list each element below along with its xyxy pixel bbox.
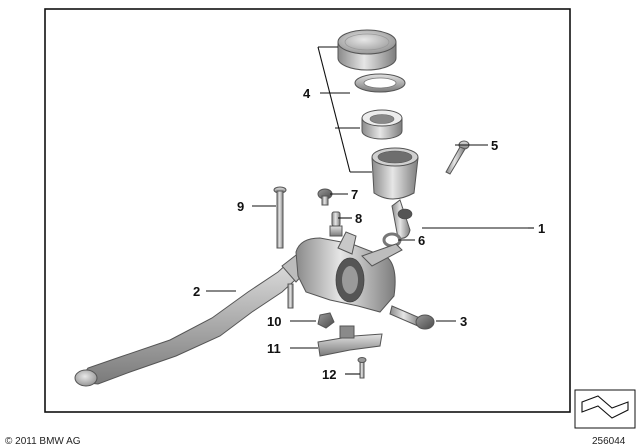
reservoir-diaphragm <box>361 109 403 140</box>
clamp-screw-3 <box>389 305 435 330</box>
master-cylinder-housing <box>295 231 403 313</box>
fluid-reservoir <box>371 147 419 239</box>
callout-4: 4 <box>303 86 311 101</box>
o-ring-6 <box>382 232 402 248</box>
bleed-valve-8 <box>329 211 343 237</box>
callout-9: 9 <box>237 199 244 214</box>
diagram-frame <box>44 8 571 413</box>
brake-switch-11 <box>317 325 383 357</box>
callout-3: 3 <box>460 314 467 329</box>
copyright-text: © 2011 BMW AG <box>5 436 81 447</box>
diagram-number: 256044 <box>592 436 626 447</box>
pivot-bolt-9 <box>273 186 287 249</box>
callout-8: 8 <box>355 211 362 226</box>
screw-7 <box>317 188 333 206</box>
nut-10 <box>317 312 335 329</box>
screw-5 <box>445 140 470 175</box>
callout-2: 2 <box>193 284 200 299</box>
callout-5: 5 <box>491 138 498 153</box>
diagram-symbol-icon <box>574 389 636 429</box>
callout-10: 10 <box>267 314 281 329</box>
callout-11: 11 <box>267 341 281 356</box>
reservoir-cap <box>337 29 397 71</box>
callout-7: 7 <box>351 187 358 202</box>
callout-6: 6 <box>418 233 425 248</box>
screw-12 <box>357 357 367 379</box>
leader-lines <box>206 46 534 375</box>
reservoir-gasket <box>354 73 406 93</box>
callout-1: 1 <box>538 221 545 236</box>
callout-12: 12 <box>322 367 336 382</box>
